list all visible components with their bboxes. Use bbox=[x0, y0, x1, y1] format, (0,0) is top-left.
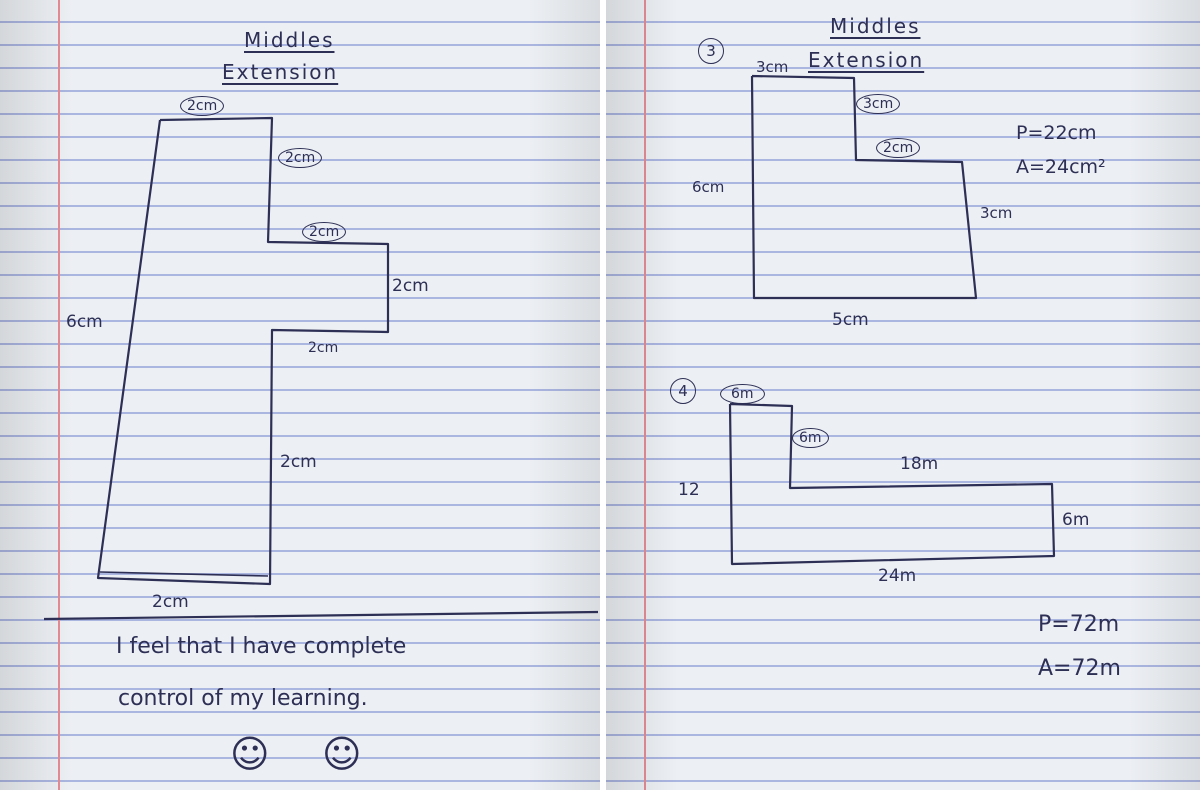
title-line-1: Middles bbox=[244, 28, 335, 52]
reflection-line-2: control of my learning. bbox=[118, 686, 368, 711]
label-top: 2cm bbox=[180, 96, 225, 116]
q4-label-top: 6m bbox=[720, 384, 765, 404]
q3-label-inner-vertical: 3cm bbox=[856, 94, 901, 114]
q4-perimeter: P=72m bbox=[1038, 612, 1120, 637]
left-shape-drawing bbox=[43, 116, 599, 621]
smiley-face-icon: ☺ bbox=[322, 732, 362, 776]
q3-area: A=24cm² bbox=[1016, 156, 1106, 178]
label-left-side: 6cm bbox=[66, 312, 103, 332]
right-notebook-page: Middles Extension 3 3cm 3cm 2cm 3cm 5cm … bbox=[606, 0, 1200, 790]
label-step-right: 2cm bbox=[392, 276, 429, 296]
q3-label-right-side: 3cm bbox=[980, 204, 1013, 222]
margin-line bbox=[644, 0, 646, 790]
q4-label-bottom: 24m bbox=[878, 566, 917, 586]
label-step-top: 2cm bbox=[302, 222, 347, 242]
q3-perimeter: P=22cm bbox=[1016, 122, 1097, 144]
margin-line bbox=[58, 0, 60, 790]
title-line-1: Middles bbox=[830, 14, 921, 38]
q4-label-right-side: 6m bbox=[1062, 510, 1090, 530]
label-bottom: 2cm bbox=[152, 592, 189, 612]
label-stem-right: 2cm bbox=[280, 452, 317, 472]
question-number-3: 3 bbox=[698, 38, 724, 64]
question-number-4: 4 bbox=[670, 378, 696, 404]
label-step-bottom: 2cm bbox=[308, 340, 339, 356]
title-line-2: Extension bbox=[808, 48, 925, 72]
q4-label-left-side: 12 bbox=[678, 480, 700, 500]
label-inner-vertical: 2cm bbox=[278, 148, 323, 168]
q3-label-left-side: 6cm bbox=[692, 178, 725, 196]
left-notebook-page: Middles Extension 2cm 2cm 2cm 2cm 2cm 2c… bbox=[0, 0, 600, 790]
q3-label-bottom: 5cm bbox=[832, 310, 869, 330]
reflection-line-1: I feel that I have complete bbox=[116, 634, 407, 659]
q4-label-inner-horizontal: 18m bbox=[900, 454, 939, 474]
title-line-2: Extension bbox=[222, 60, 339, 84]
q4-label-inner-vertical: 6m bbox=[792, 428, 829, 448]
q3-label-top-left: 3cm bbox=[756, 58, 789, 76]
q4-area: A=72m bbox=[1038, 656, 1121, 681]
smiley-face-icon: ☺ bbox=[230, 732, 270, 776]
right-shape-drawing bbox=[728, 74, 1056, 566]
page-divider bbox=[600, 0, 606, 790]
q3-label-inner-horizontal: 2cm bbox=[876, 138, 921, 158]
